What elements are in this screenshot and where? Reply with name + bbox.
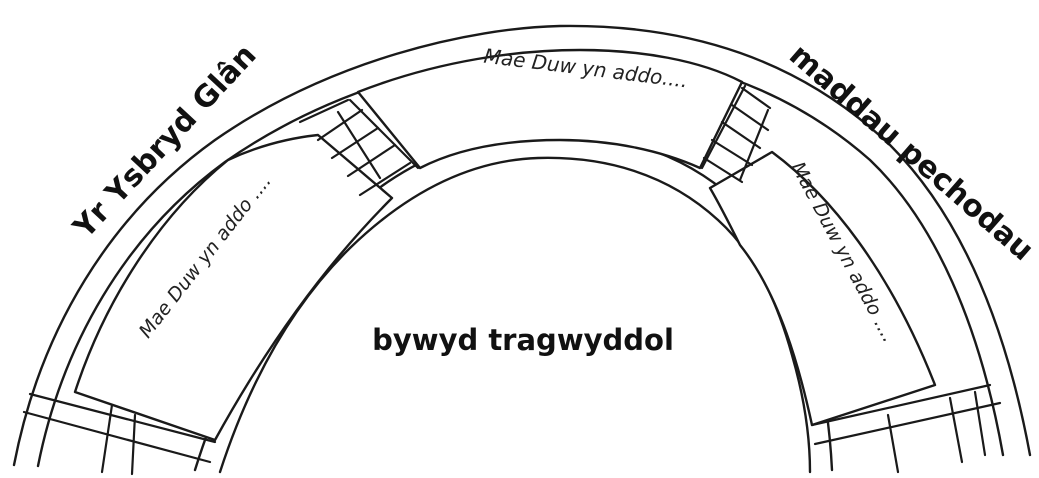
label-eternal-life: bywyd tragwyddol xyxy=(372,323,674,357)
